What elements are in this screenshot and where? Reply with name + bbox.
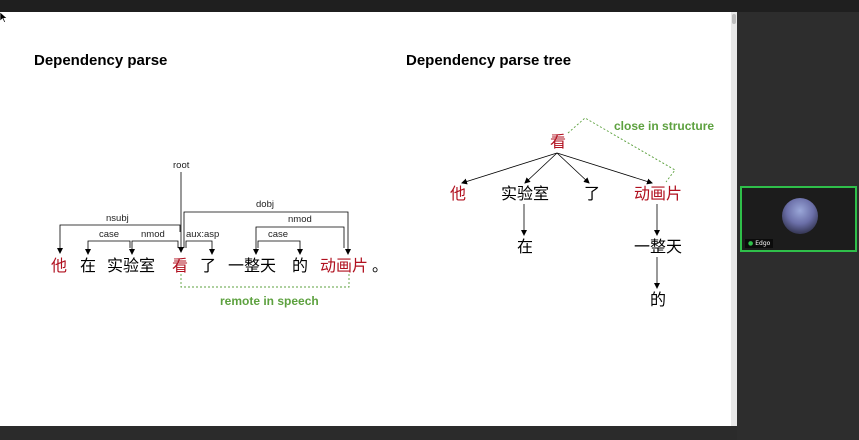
participant-name-tag: ●Edgo	[745, 239, 774, 248]
avatar	[782, 198, 818, 234]
word-period: 。	[372, 256, 388, 275]
scrollbar-thumb[interactable]	[732, 14, 736, 24]
rel-case-left: case	[99, 229, 119, 240]
tree-node-yizhengtian: 一整天	[634, 237, 682, 256]
participant-video-tile[interactable]: ●Edgo	[740, 186, 857, 252]
close-in-structure-label: close in structure	[614, 119, 714, 133]
tree-node-de: 的	[650, 290, 666, 309]
word-yizhengtian: 一整天	[228, 256, 276, 275]
nmod-bracket-right	[255, 226, 345, 248]
case-bracket-right	[257, 240, 301, 248]
left-title: Dependency parse	[34, 52, 167, 69]
window-top-bar	[0, 0, 859, 12]
tree-node-zai: 在	[517, 237, 533, 256]
rel-nmod-right: nmod	[288, 214, 312, 225]
nmod-bracket-left	[131, 240, 179, 248]
rel-nmod-left: nmod	[141, 229, 165, 240]
word-kan: 看	[172, 256, 188, 275]
bottom-bar	[0, 426, 737, 440]
rel-nsubj: nsubj	[106, 213, 129, 224]
presentation-toolbar: ◀ ✎ ⚲ CC ■ ⋯ ▶	[0, 424, 90, 426]
mic-icon: ●	[748, 240, 754, 247]
edge-kan-ta	[461, 152, 558, 185]
camera-icon[interactable]: ■	[53, 426, 64, 427]
rel-auxasp: aux:asp	[186, 229, 219, 240]
remote-in-speech-label: remote in speech	[220, 294, 319, 308]
rel-dobj: dobj	[256, 199, 274, 210]
word-de: 的	[292, 256, 308, 275]
zoom-icon[interactable]: ⚲	[27, 426, 38, 427]
participant-name: Edgo	[755, 240, 771, 247]
dobj-bracket	[183, 211, 349, 248]
right-title: Dependency parse tree	[406, 52, 571, 69]
tree-node-donghuapian: 动画片	[634, 184, 682, 203]
nsubj-bracket	[59, 224, 181, 232]
slide-canvas: Dependency parse 他 在 实验室 看 了 一整天 的 动画片 。…	[0, 12, 737, 426]
remote-dashed-bracket	[180, 274, 350, 288]
edge-kan-donghuapian	[556, 152, 653, 185]
slide-svg: Dependency parse 他 在 实验室 看 了 一整天 的 动画片 。…	[34, 52, 714, 309]
case-bracket-left	[87, 240, 131, 248]
word-shiyanshi: 实验室	[107, 256, 155, 275]
tree-node-shiyanshi: 实验室	[501, 184, 549, 203]
word-donghuapian: 动画片	[320, 256, 368, 275]
word-le: 了	[200, 256, 216, 275]
word-zai: 在	[80, 256, 96, 275]
tree-node-ta: 他	[450, 184, 466, 203]
tree-node-le: 了	[584, 184, 600, 203]
pen-icon[interactable]: ✎	[14, 426, 25, 427]
mouse-cursor-icon	[0, 12, 8, 23]
edge-kan-le	[556, 152, 590, 184]
auxasp-bracket	[185, 240, 213, 248]
tree-node-kan: 看	[550, 132, 566, 151]
edge-kan-shiyanshi	[524, 152, 558, 184]
rel-case-right: case	[268, 229, 288, 240]
rel-root: root	[173, 160, 190, 171]
slide-scrollbar[interactable]	[731, 12, 737, 426]
word-ta: 他	[51, 256, 67, 275]
